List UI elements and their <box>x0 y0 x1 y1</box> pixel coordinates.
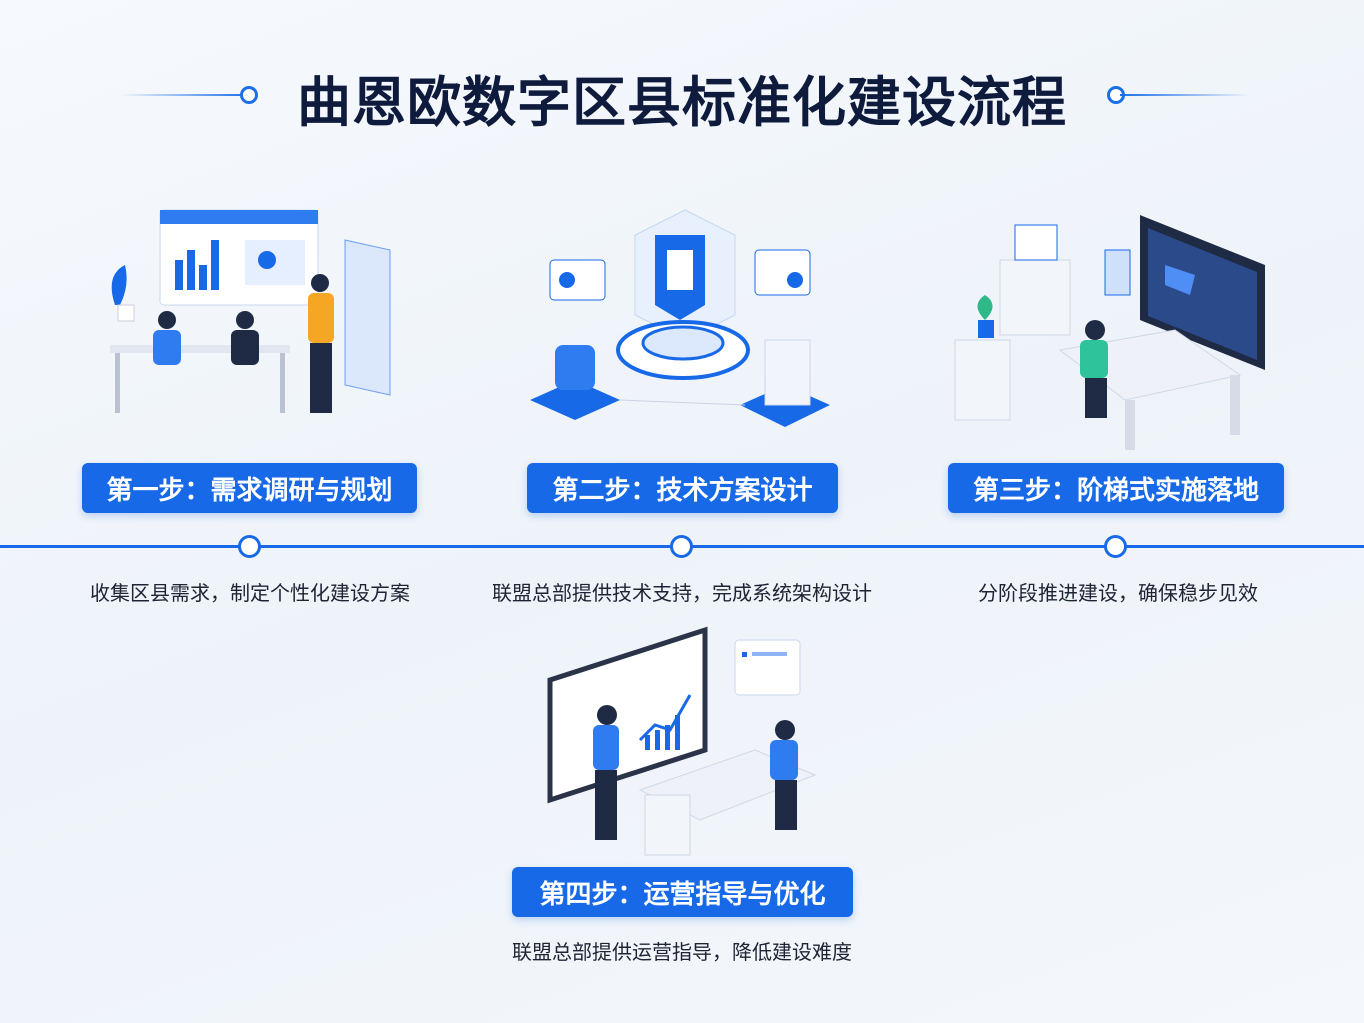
illustration-requirements-meeting <box>110 209 391 413</box>
step-1-description: 收集区县需求，制定个性化建设方案 <box>90 581 410 605</box>
step-3-description: 分阶段推进建设，确保稳步见效 <box>978 581 1258 605</box>
step-1-label: 第一步：需求调研与规划 <box>82 463 417 513</box>
step-2-description: 联盟总部提供技术支持，完成系统架构设计 <box>492 581 872 605</box>
title-decoration-right <box>1120 94 1250 96</box>
title-decoration-left <box>120 94 250 96</box>
page-title: 曲恩欧数字区县标准化建设流程 <box>297 71 1067 134</box>
title-decoration-dot-left <box>240 86 258 104</box>
illustration-operations-guidance <box>547 626 817 856</box>
step-4-description: 联盟总部提供运营指导，降低建设难度 <box>512 940 852 964</box>
step-2-label: 第二步：技术方案设计 <box>527 463 838 513</box>
illustration-tech-architecture <box>530 209 830 427</box>
step-4-label: 第四步：运营指导与优化 <box>512 867 853 917</box>
step-3-label: 第三步：阶梯式实施落地 <box>948 463 1284 513</box>
timeline-node-3 <box>1104 535 1127 558</box>
timeline-node-2 <box>670 535 693 558</box>
illustration-implementation <box>954 215 1265 450</box>
timeline-node-1 <box>238 535 261 558</box>
